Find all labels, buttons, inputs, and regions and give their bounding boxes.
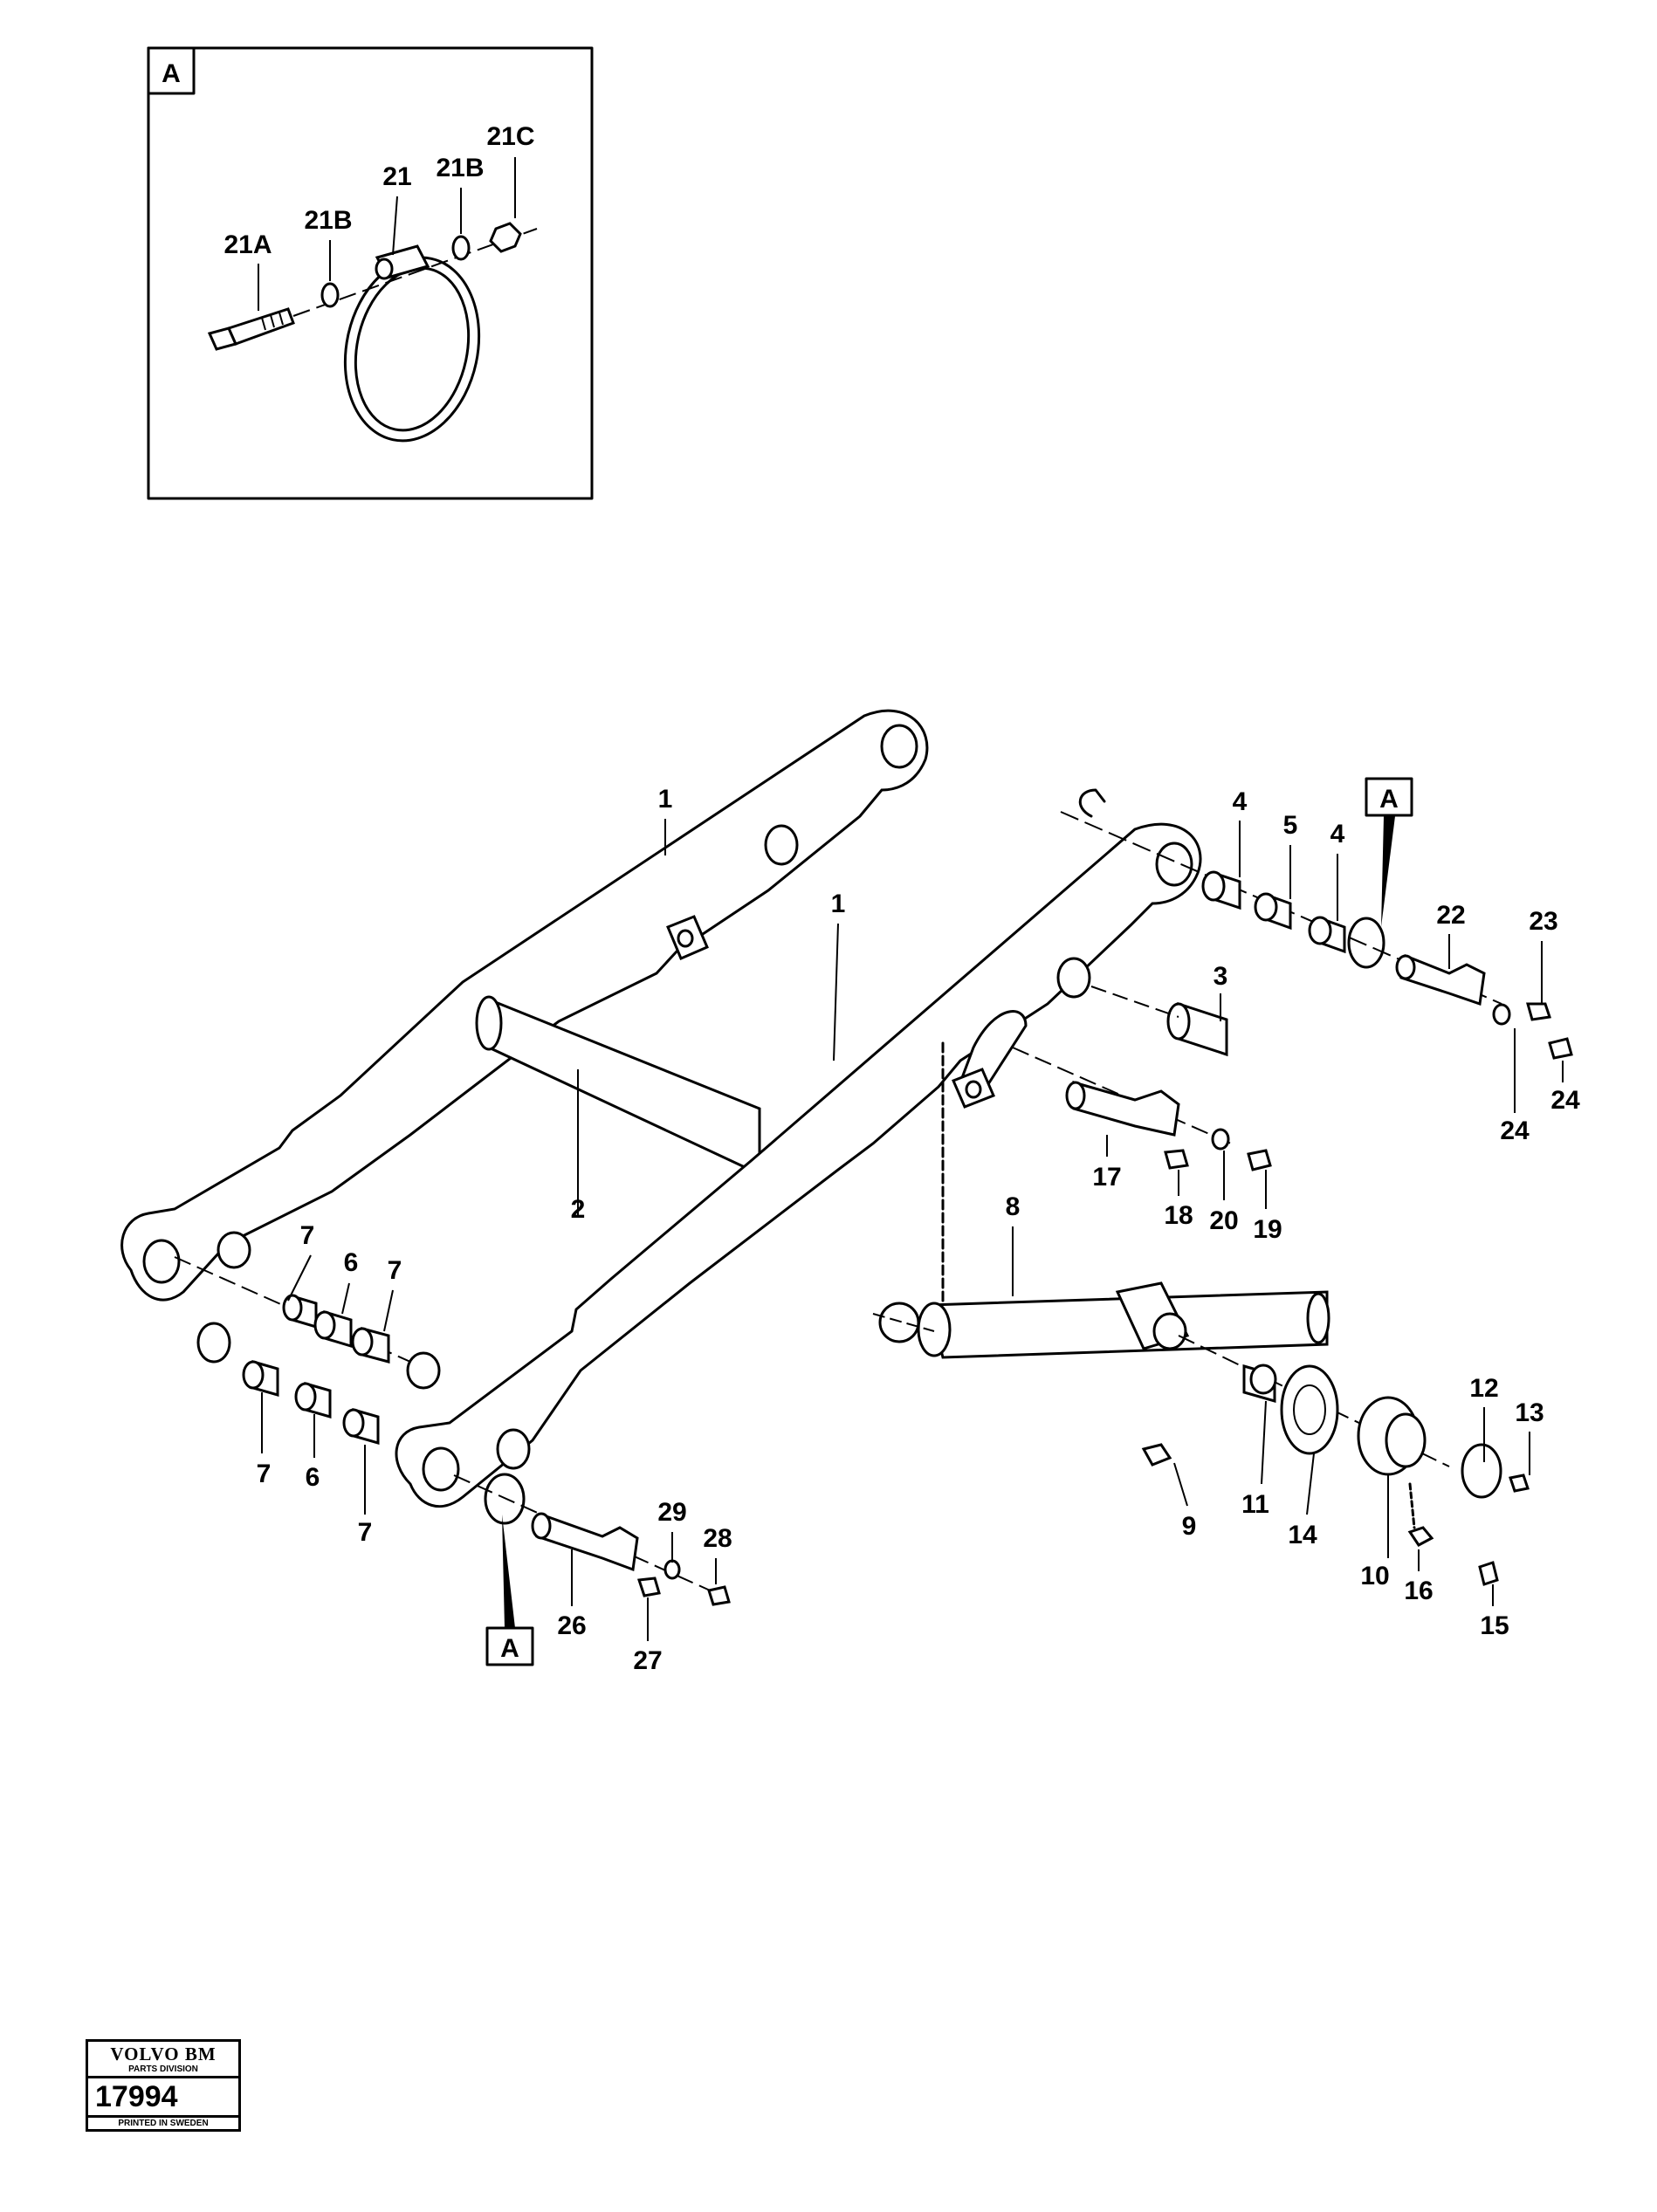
- washer-29: [663, 1559, 681, 1580]
- cross-tube-2: [487, 997, 761, 1177]
- detail-a-tag: [147, 46, 196, 95]
- label-21a: 21A: [223, 230, 272, 259]
- label-13: 13: [1515, 1398, 1544, 1427]
- svg-text:A: A: [1379, 785, 1399, 814]
- label-6a: 6: [344, 1248, 359, 1277]
- bolt-27: [636, 1577, 661, 1597]
- label-21b-right: 21B: [436, 154, 484, 182]
- bolt-19: [1247, 1149, 1272, 1171]
- nut-16: [1407, 1526, 1434, 1547]
- flange-14: [1280, 1364, 1339, 1455]
- cylinder-8-group: [872, 1041, 1530, 1586]
- label-16: 16: [1404, 1577, 1433, 1605]
- label-24b: 24: [1550, 1086, 1580, 1115]
- label-7d: 7: [358, 1518, 373, 1547]
- label-23: 23: [1529, 907, 1557, 936]
- label-7c: 7: [257, 1460, 272, 1488]
- pin-22: [1399, 953, 1486, 1006]
- label-28: 28: [703, 1524, 732, 1553]
- label-22: 22: [1436, 901, 1465, 930]
- pin-17-group: [1012, 1047, 1272, 1171]
- label-12: 12: [1469, 1374, 1498, 1403]
- label-7a: 7: [300, 1221, 315, 1250]
- label-20: 20: [1209, 1206, 1238, 1235]
- circlip-upper-left: [1079, 788, 1106, 818]
- cover-12: [1461, 1443, 1502, 1499]
- volvo-bm-stamp: VOLVO BM PARTS DIVISION 17994 PRINTED IN…: [86, 2039, 241, 2132]
- label-29: 29: [657, 1498, 686, 1527]
- bolt-18: [1164, 1149, 1189, 1170]
- stamp-brand: VOLVO BM: [110, 2044, 217, 2064]
- stamp-printed: PRINTED IN SWEDEN: [88, 2115, 238, 2129]
- label-9: 9: [1182, 1512, 1197, 1541]
- lift-arm-frame: [120, 709, 1202, 1508]
- label-6b: 6: [306, 1463, 320, 1492]
- label-18: 18: [1164, 1201, 1193, 1230]
- nut-21c: [489, 222, 522, 253]
- label-1b: 1: [831, 890, 846, 918]
- circlip-a-upper: [1347, 917, 1385, 969]
- label-4a: 4: [1233, 787, 1248, 816]
- grease-nipple-9: [1141, 1443, 1172, 1467]
- bolt-15: [1478, 1561, 1499, 1586]
- lift-arm-front: [395, 822, 1202, 1508]
- pin-26-group: [453, 1473, 731, 1606]
- bolt-21a: [207, 307, 295, 351]
- callout-a-bottom: A: [485, 1515, 534, 1666]
- callout-a-top: A: [1365, 777, 1413, 927]
- washer-24: [1492, 1003, 1511, 1026]
- label-4b: 4: [1330, 820, 1345, 848]
- label-10: 10: [1360, 1562, 1389, 1590]
- label-21b-left: 21B: [304, 206, 352, 235]
- label-8: 8: [1006, 1192, 1021, 1221]
- detail-a-inset: A 21A 21B 21 21B 21C: [147, 46, 594, 500]
- label-27: 27: [633, 1646, 662, 1675]
- washer-21b-right: [451, 235, 471, 261]
- stamp-division: PARTS DIVISION: [88, 2064, 238, 2078]
- label-15: 15: [1480, 1611, 1509, 1640]
- label-26: 26: [557, 1611, 586, 1640]
- leader-lines: [261, 819, 1564, 1641]
- pin-17: [1072, 1081, 1180, 1137]
- label-19: 19: [1253, 1215, 1282, 1244]
- label-5: 5: [1283, 811, 1298, 840]
- label-21c: 21C: [486, 122, 534, 151]
- bolt-24: [1548, 1037, 1573, 1060]
- detail-a-tag-label: A: [162, 59, 181, 88]
- label-1a: 1: [658, 785, 673, 814]
- detail-a-frame: [147, 46, 594, 500]
- washer-21b-left: [320, 282, 340, 308]
- label-2: 2: [571, 1195, 586, 1224]
- pivot-parts-upper: [1060, 788, 1573, 1060]
- svg-text:A: A: [500, 1634, 519, 1663]
- bolt-23: [1526, 1002, 1551, 1021]
- label-21: 21: [382, 162, 411, 191]
- part-labels: 1 1 2 3 4 5 4 22 23 24 24 17 18 20 19 8 …: [257, 785, 1580, 1675]
- label-17: 17: [1092, 1163, 1121, 1192]
- label-24a: 24: [1500, 1116, 1530, 1145]
- circlip-a-lower: [484, 1473, 526, 1525]
- label-11: 11: [1241, 1490, 1269, 1519]
- stamp-number: 17994: [95, 2080, 178, 2113]
- label-7b: 7: [388, 1256, 402, 1285]
- washer-20: [1211, 1128, 1230, 1151]
- bushings-left: [174, 1256, 441, 1445]
- pin-26: [535, 1513, 639, 1572]
- label-14: 14: [1288, 1521, 1317, 1549]
- bolt-28: [707, 1585, 731, 1606]
- bolt-13: [1509, 1474, 1530, 1493]
- lift-arm-rear: [120, 709, 929, 1302]
- hose-clamp-21: [343, 244, 481, 443]
- label-3: 3: [1214, 962, 1228, 991]
